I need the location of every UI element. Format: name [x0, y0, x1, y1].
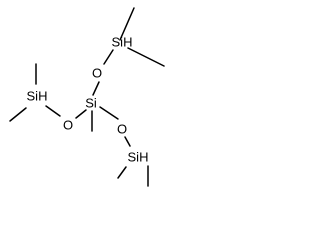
bonds [9, 7, 165, 187]
bond-top-si-methyl-left [119, 7, 135, 41]
atom-o-top: O [92, 66, 102, 81]
atom-si-left: SiH [27, 89, 48, 104]
bond-top-o-center-si [92, 81, 100, 96]
atom-o-bottom: O [117, 122, 127, 137]
atom-si-center: Si [85, 96, 97, 111]
bond-top-si-o [103, 49, 114, 65]
bond-center-si-bottom-o [99, 106, 119, 120]
bond-top-si-methyl-right [127, 47, 165, 67]
bond-left-si-methyl-down [9, 107, 27, 122]
atom-si-top: SiH [112, 35, 133, 50]
bond-bottom-o-si [124, 136, 131, 147]
bond-bottom-si-methyl-left [117, 166, 127, 179]
atom-si-bottom: SiH [128, 150, 149, 165]
atom-labels: SiH O SiH Si O O SiH [27, 35, 149, 165]
chemical-structure-diagram: SiH O SiH Si O O SiH [9, 7, 165, 187]
bond-left-si-o [45, 105, 61, 117]
bond-left-o-center-si [75, 109, 87, 119]
atom-o-left: O [63, 118, 73, 133]
